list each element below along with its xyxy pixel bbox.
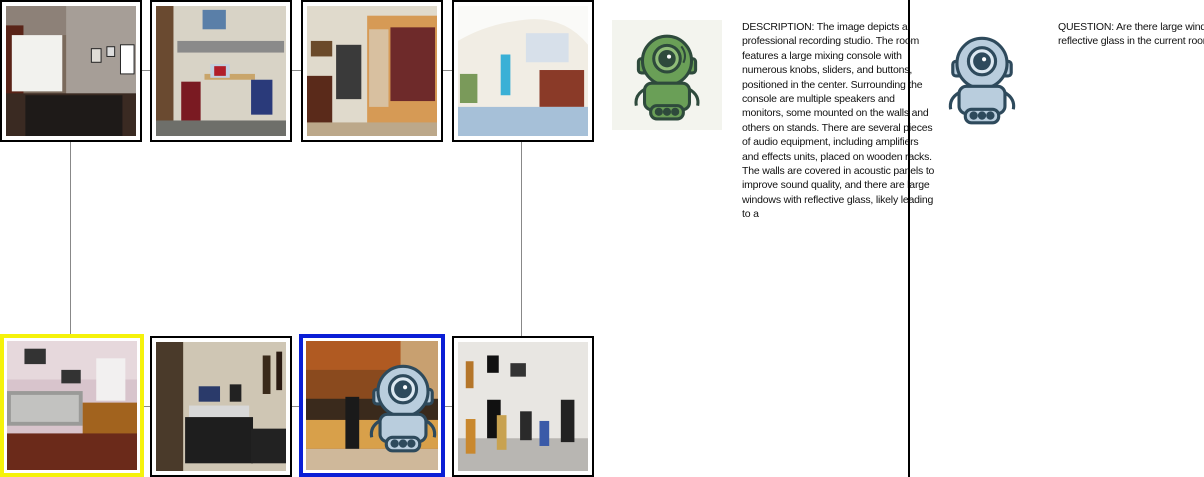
clothing-closet-photo[interactable] (301, 0, 443, 142)
conference-room-photo[interactable] (0, 0, 142, 142)
describer-avatar (612, 20, 722, 130)
panel-divider (908, 0, 910, 477)
office-desk-photo[interactable] (150, 0, 292, 142)
question-label: QUESTION: (1058, 21, 1114, 33)
green-robot-icon (634, 34, 700, 121)
connector-top-3 (442, 70, 452, 71)
connector-top-2 (291, 70, 301, 71)
blue-robot-icon (948, 36, 1016, 125)
description-label: DESCRIPTION: (742, 21, 815, 33)
questioner-avatar (944, 30, 1020, 126)
hotel-lobby-bar-photo[interactable] (452, 0, 594, 142)
connector-right-vertical (521, 141, 522, 336)
description-panel: DESCRIPTION: The image depicts a profess… (742, 20, 938, 222)
home-studio-desk-photo[interactable] (150, 336, 292, 477)
question-panel: QUESTION: Are there large windows with r… (1058, 20, 1204, 50)
connector-left-vertical (70, 141, 71, 336)
music-instrument-room-photo[interactable] (452, 336, 594, 477)
recording-console-photo[interactable] (0, 334, 144, 477)
question-text: Are there large windows with reflective … (1058, 21, 1204, 48)
reception-desk-photo[interactable] (299, 334, 445, 477)
connector-bottom-1 (143, 406, 150, 407)
blue-robot-icon (369, 364, 437, 453)
connector-bottom-2 (291, 406, 300, 407)
description-text: The image depicts a professional recordi… (742, 21, 935, 221)
connector-bottom-3 (444, 406, 452, 407)
connector-top-1 (141, 70, 150, 71)
